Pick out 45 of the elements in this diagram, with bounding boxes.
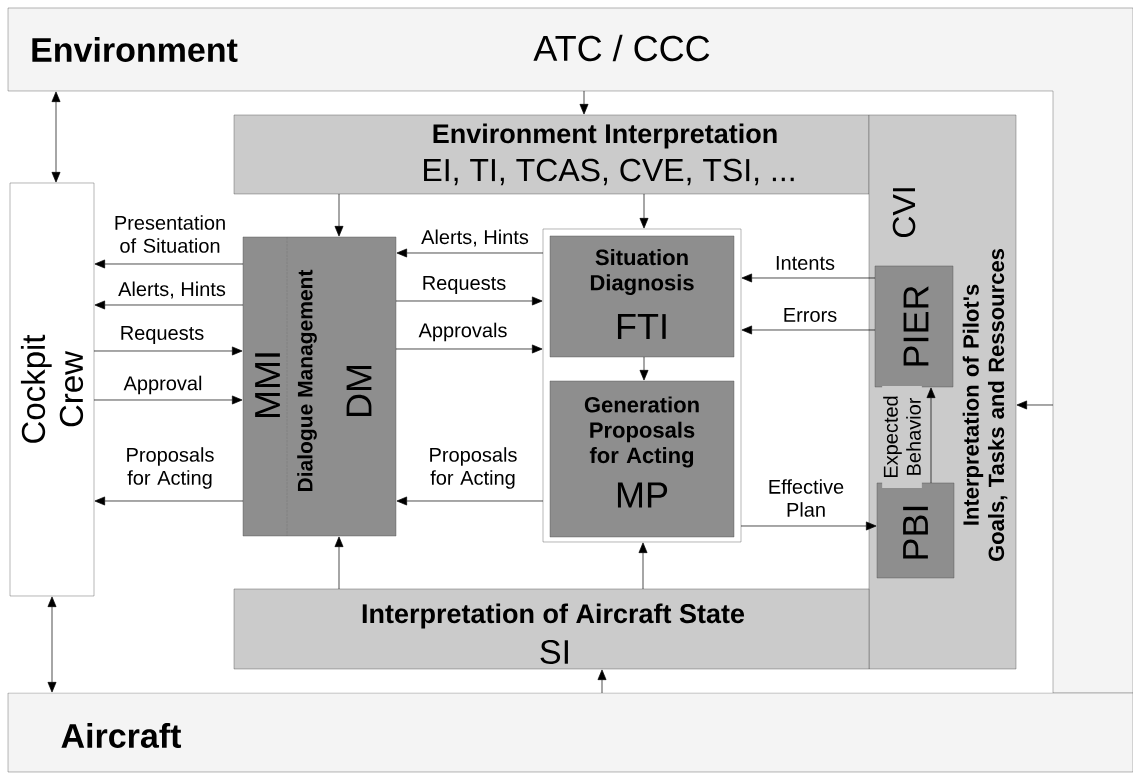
arrow <box>94 300 244 310</box>
arrow <box>51 91 61 183</box>
edge-label: Alerts, Hints <box>117 280 227 300</box>
arrow <box>639 193 649 229</box>
edge-label: Requests <box>420 275 508 295</box>
module-band: Interpretation of Aircraft State SI <box>233 588 870 670</box>
edge-label: Effective Plan <box>757 478 855 518</box>
arrow <box>47 596 57 693</box>
crew-box: Cockpit Crew <box>9 182 95 597</box>
edge-label: Proposals for Acting <box>116 446 224 490</box>
arrow <box>579 90 589 115</box>
arrow <box>334 536 344 590</box>
arrow <box>94 259 244 269</box>
arrow <box>395 296 543 306</box>
arrow <box>638 542 648 590</box>
process-box: Generation Proposals for Acting MP <box>549 380 735 538</box>
arrow <box>334 193 344 237</box>
arrow <box>396 248 544 258</box>
edge-label: Alerts, Hints <box>420 228 530 248</box>
module-band: Environment Interpretation EI, TI, TCAS, CVE, TSI, ... <box>233 114 870 195</box>
region-band: Aircraft <box>7 692 1133 773</box>
arrow <box>597 669 607 694</box>
arrow <box>741 273 876 283</box>
arrow <box>94 496 244 506</box>
edge-label: Approvals <box>417 321 509 343</box>
process-box: PBI <box>876 482 955 579</box>
edge-label: Errors <box>781 307 839 323</box>
edge-label: Expected Behavior <box>882 386 922 488</box>
edge-label: Presentation of Situation <box>106 214 234 254</box>
arrow <box>740 521 877 531</box>
edge-label: Proposals for Acting <box>419 446 527 490</box>
arrow <box>639 356 649 381</box>
arrow <box>926 387 936 484</box>
edge-label: Requests <box>118 325 206 345</box>
arrow <box>93 346 243 356</box>
process-box: PIER <box>874 265 954 388</box>
arrow <box>395 344 543 354</box>
edge-label: Approval <box>122 374 204 396</box>
arrow <box>741 325 876 335</box>
edge-label: Intents <box>774 255 836 271</box>
arrow <box>1016 400 1054 410</box>
module-box: MMI Dialogue Management DM <box>242 236 397 537</box>
arrow <box>93 395 243 405</box>
process-box: Situation Diagnosis FTI <box>549 235 735 358</box>
arrow <box>396 496 544 506</box>
